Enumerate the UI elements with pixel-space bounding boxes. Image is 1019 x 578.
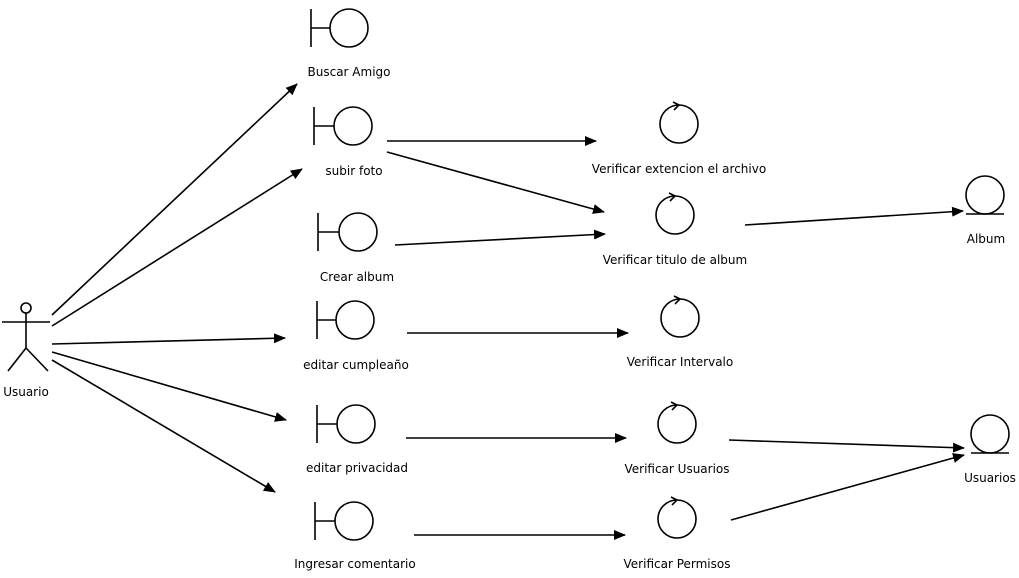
boundary-label: Crear album bbox=[320, 270, 394, 284]
edge-actor-comentario bbox=[51, 359, 276, 493]
edge-usuarios-usuariosent bbox=[728, 439, 965, 453]
entity-usuarios: Usuarios bbox=[964, 414, 1016, 485]
control-label: Verificar Permisos bbox=[624, 557, 731, 571]
boundary-object-icon bbox=[313, 106, 373, 146]
boundary-label: subir foto bbox=[325, 164, 382, 178]
entity-label: Album bbox=[967, 232, 1005, 246]
boundary-crear-album: Crear album bbox=[317, 212, 394, 284]
actor-stick-figure-icon bbox=[2, 302, 50, 372]
entity-object-icon bbox=[965, 175, 1005, 215]
control-verificar-extencion: Verificar extencion el archivo bbox=[592, 101, 766, 176]
edge-titulo-album bbox=[744, 206, 964, 226]
boundary-label: Buscar Amigo bbox=[308, 65, 391, 79]
control-label: Verificar extencion el archivo bbox=[592, 162, 766, 176]
boundary-object-icon bbox=[316, 404, 376, 444]
boundary-label: editar privacidad bbox=[306, 461, 408, 475]
boundary-object-icon bbox=[317, 212, 378, 252]
control-verificar-permisos: Verificar Permisos bbox=[624, 496, 731, 571]
control-object-icon bbox=[659, 101, 699, 144]
edge-crear-titulo bbox=[394, 229, 606, 246]
control-object-icon bbox=[655, 192, 695, 235]
control-label: Verificar Intervalo bbox=[627, 355, 733, 369]
control-label: Verificar titulo de album bbox=[603, 253, 747, 267]
edge-permisos-usuariosent bbox=[730, 453, 965, 521]
control-object-icon bbox=[657, 496, 697, 539]
entity-album: Album bbox=[965, 175, 1005, 246]
boundary-editar-cumpleano: editar cumpleaño bbox=[303, 300, 409, 372]
boundary-label: Ingresar comentario bbox=[294, 557, 415, 571]
boundary-object-icon bbox=[310, 8, 369, 48]
edge-actor-cumple bbox=[51, 333, 286, 345]
control-label: Verificar Usuarios bbox=[624, 462, 729, 476]
actor-label: Usuario bbox=[3, 385, 49, 399]
boundary-object-icon bbox=[316, 300, 375, 340]
boundary-subir-foto: subir foto bbox=[313, 106, 383, 178]
boundary-editar-privacidad: editar privacidad bbox=[306, 404, 408, 475]
edge-actor-buscar bbox=[51, 83, 298, 316]
control-verificar-usuarios: Verificar Usuarios bbox=[624, 401, 730, 476]
control-object-icon bbox=[657, 401, 697, 444]
control-verificar-intervalo: Verificar Intervalo bbox=[627, 295, 733, 369]
entity-object-icon bbox=[970, 414, 1010, 454]
edge-subir-titulo bbox=[386, 151, 605, 214]
boundary-buscar-amigo: Buscar Amigo bbox=[308, 8, 391, 79]
boundary-object-icon bbox=[314, 501, 374, 541]
edge-actor-subir bbox=[51, 168, 303, 327]
boundary-ingresar-comentario: Ingresar comentario bbox=[294, 501, 416, 571]
actor-usuario: Usuario bbox=[2, 302, 50, 399]
edges bbox=[51, 83, 965, 540]
boundary-label: editar cumpleaño bbox=[303, 358, 409, 372]
edge-actor-privacidad bbox=[51, 351, 287, 422]
control-verificar-titulo: Verificar titulo de album bbox=[603, 192, 747, 267]
control-object-icon bbox=[660, 295, 700, 338]
entity-label: Usuarios bbox=[964, 471, 1016, 485]
